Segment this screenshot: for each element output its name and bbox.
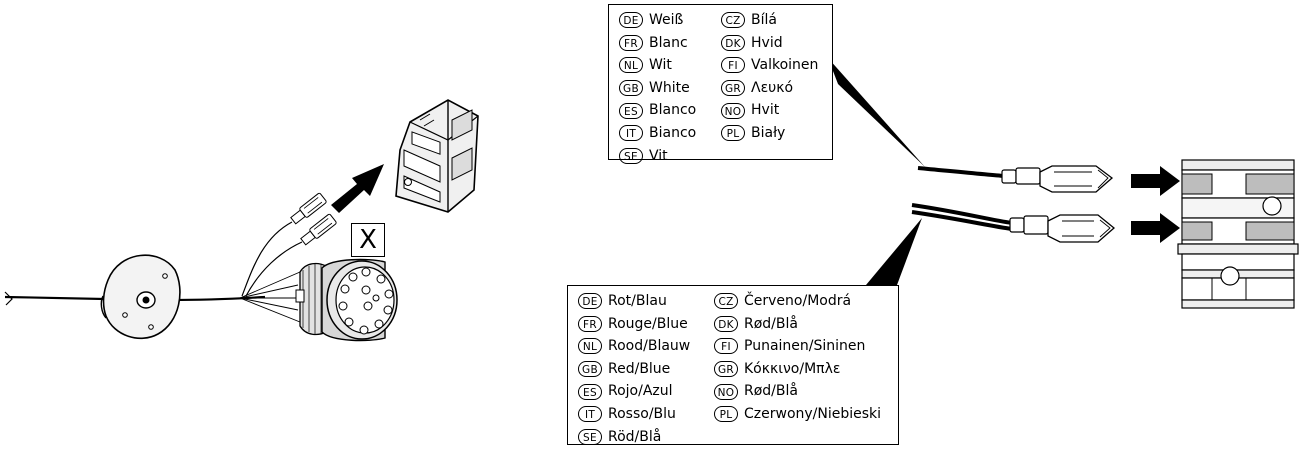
country-code: ES <box>619 102 643 119</box>
color-label: Hvid <box>751 34 783 51</box>
color-label: Valkoinen <box>751 57 819 74</box>
color-label: Biały <box>751 124 786 141</box>
country-code: IT <box>619 125 643 142</box>
list-item: SE Röd/Blå <box>578 426 690 449</box>
color-label: Rood/Blauw <box>608 338 691 355</box>
country-code: GB <box>619 80 643 97</box>
list-item: NO Rød/Blå <box>714 380 881 403</box>
country-code: NL <box>619 57 643 74</box>
country-code: PL <box>721 125 745 142</box>
color-label: Red/Blue <box>608 360 671 377</box>
list-item: GR Λευκό <box>721 77 818 100</box>
terminal-upper <box>1001 165 1114 193</box>
color-label: White <box>649 79 690 96</box>
redblue-legend-pointer <box>866 218 922 285</box>
country-code: CZ <box>714 293 738 310</box>
country-code: NO <box>714 383 738 400</box>
round-plug <box>295 258 398 342</box>
list-item: FI Valkoinen <box>721 54 818 77</box>
color-label: Wit <box>649 57 672 74</box>
country-code: DE <box>578 293 602 310</box>
country-code: CZ <box>721 12 745 29</box>
tab-connector-lower <box>300 213 337 246</box>
white-legend-pointer <box>828 58 925 167</box>
country-code: FI <box>721 57 745 74</box>
list-item: FR Rouge/Blue <box>578 313 690 336</box>
color-label: Czerwony/Niebieski <box>744 405 882 422</box>
color-label: Röd/Blå <box>608 428 662 445</box>
country-code: FR <box>619 34 643 51</box>
legend-red-blue: DE Rot/Blau FR Rouge/Blue NL Rood/Blauw GB R… <box>567 285 899 445</box>
list-item: DK Hvid <box>721 32 818 55</box>
color-label: Λευκό <box>751 79 794 96</box>
list-item: FI Punainen/Sininen <box>714 335 881 358</box>
terminal-lower <box>1009 214 1116 243</box>
color-label: Rød/Blå <box>744 315 798 332</box>
country-code: DK <box>714 315 738 332</box>
list-item: SE Vit <box>619 145 696 168</box>
country-code: NL <box>578 338 602 355</box>
list-item: NL Wit <box>619 54 696 77</box>
color-label: Hvit <box>751 102 780 119</box>
wire-terminals <box>911 165 1180 243</box>
list-item: PL Czerwony/Niebieski <box>714 403 881 426</box>
arrow-lower <box>1131 213 1180 243</box>
country-code: PL <box>714 406 738 423</box>
country-code: DE <box>619 12 643 29</box>
country-code: GR <box>721 80 745 97</box>
color-label: Bílá <box>751 12 777 28</box>
exclude-mark: X <box>351 223 385 257</box>
list-item: NO Hvit <box>721 99 818 122</box>
country-code: DK <box>721 34 745 51</box>
color-label: Rojo/Azul <box>608 383 673 400</box>
list-item: DE Rot/Blau <box>578 290 690 313</box>
country-code: SE <box>578 428 602 445</box>
contact-holder-block <box>395 99 479 213</box>
list-item: ES Rojo/Azul <box>578 380 690 403</box>
color-label: Červeno/Modrá <box>744 293 852 309</box>
list-item: DK Rød/Blå <box>714 313 881 336</box>
list-item: IT Bianco <box>619 122 696 145</box>
country-code: IT <box>578 406 602 423</box>
color-label: Blanc <box>649 34 688 51</box>
color-label: Vit <box>649 147 668 164</box>
grommet <box>100 254 181 340</box>
list-item: ES Blanco <box>619 99 696 122</box>
list-item: PL Biały <box>721 122 818 145</box>
country-code: SE <box>619 147 643 164</box>
cable-plug-assembly <box>4 99 479 342</box>
tab-connector-upper <box>290 192 327 225</box>
arrow-upper <box>1131 166 1180 196</box>
list-item: CZ Červeno/Modrá <box>714 290 881 313</box>
color-label: Punainen/Sininen <box>744 338 866 355</box>
color-label: Rouge/Blue <box>608 315 688 332</box>
country-code: FR <box>578 315 602 332</box>
color-label: Rød/Blå <box>744 383 798 400</box>
list-item: GB White <box>619 77 696 100</box>
socket-housing <box>1177 159 1299 309</box>
list-item: CZ Bílá <box>721 9 818 32</box>
color-label: Rot/Blau <box>608 293 667 309</box>
legend-white: DE Weiß FR Blanc NL Wit GB White ES Blanco IT… <box>608 4 833 164</box>
list-item: NL Rood/Blauw <box>578 335 690 358</box>
country-code: FI <box>714 338 738 355</box>
country-code: GB <box>578 361 602 378</box>
country-code: NO <box>721 102 745 119</box>
insert-arrow <box>331 164 384 213</box>
list-item: GR Κόκκινο/Μπλε <box>714 358 881 381</box>
list-item: GB Red/Blue <box>578 358 690 381</box>
country-code: ES <box>578 383 602 400</box>
color-label: Κόκκινο/Μπλε <box>744 360 841 377</box>
color-label: Bianco <box>649 124 697 141</box>
list-item: DE Weiß <box>619 9 696 32</box>
list-item: FR Blanc <box>619 32 696 55</box>
color-label: Rosso/Blu <box>608 405 676 422</box>
color-label: Blanco <box>649 102 697 119</box>
country-code: GR <box>714 361 738 378</box>
color-label: Weiß <box>649 12 684 28</box>
list-item: IT Rosso/Blu <box>578 403 690 426</box>
